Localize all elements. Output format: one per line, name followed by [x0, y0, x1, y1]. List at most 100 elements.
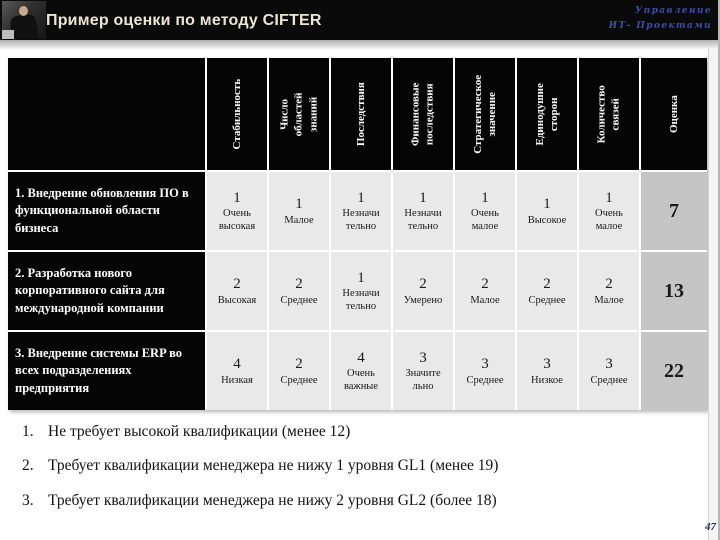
slide-right-edge	[708, 48, 720, 540]
column-header-label: Стабильность	[230, 78, 243, 150]
brand-line-2: ИТ- Проектами	[608, 20, 712, 31]
criteria-note: Малое	[284, 214, 314, 226]
table-corner-cell	[8, 58, 205, 170]
criteria-value: 1	[233, 189, 241, 206]
criteria-note: Очень высокая	[218, 208, 256, 233]
criteria-value: 1	[543, 196, 551, 213]
score-cell: 22	[641, 332, 707, 410]
criteria-note: Малое	[594, 294, 624, 306]
conclusion-item: 1. Не требует высокой квалификации (мене…	[22, 422, 662, 441]
criteria-value: 1	[605, 189, 613, 206]
photo-highlight	[2, 30, 14, 39]
column-header-financial-consequences: Финансовые последствия	[393, 58, 453, 170]
criteria-note: Незначи тельно	[342, 288, 380, 313]
criteria-value: 2	[419, 276, 427, 293]
criteria-value: 2	[481, 276, 489, 293]
score-cell: 13	[641, 252, 707, 330]
conclusion-number: 1.	[22, 423, 34, 440]
criteria-value: 2	[233, 276, 241, 293]
slide-right-border	[718, 0, 720, 540]
conclusion-item: 2. Требует квалификации менеджера не ниж…	[22, 456, 662, 475]
criteria-note: Незначи тельно	[342, 208, 380, 233]
column-header-stakeholder-cohesion: Единодушие сторон	[517, 58, 577, 170]
header-divider	[0, 40, 720, 50]
criteria-value: 2	[295, 356, 303, 373]
criteria-value: 4	[357, 349, 365, 366]
project-row-label: 1. Внедрение обновления ПО в функциональ…	[8, 172, 205, 250]
conclusion-text: Требует квалификации менеджера не нижу 2…	[48, 491, 497, 509]
criteria-value: 1	[481, 189, 489, 206]
column-header-consequences: Последствия	[331, 58, 391, 170]
criteria-note: Среднее	[590, 374, 628, 386]
column-header-strategic-importance: Стратегическое значение	[455, 58, 515, 170]
slide-title: Пример оценки по методу CIFTER	[46, 12, 322, 29]
conclusion-number: 2.	[22, 457, 34, 475]
column-header-label: Оценка	[667, 95, 680, 133]
criteria-note: Высокое	[527, 214, 567, 226]
criteria-note: Низкое	[531, 374, 563, 386]
criteria-value: 1	[419, 189, 427, 206]
criteria-value: 2	[543, 276, 551, 293]
criteria-note: Очень малое	[471, 208, 499, 233]
slide-header-bar: Пример оценки по методу CIFTER Управлени…	[0, 0, 720, 40]
conclusion-item: 3. Требует квалификации менеджера не ниж…	[22, 491, 662, 510]
criteria-value: 3	[481, 356, 489, 373]
column-header-label: Число областей знаний	[278, 92, 320, 136]
cifter-table: Стабильность Число областей знаний После…	[8, 58, 707, 410]
conclusion-number: 3.	[22, 491, 34, 509]
criteria-value: 3	[543, 356, 551, 373]
column-header-label: Единодушие сторон	[533, 82, 560, 146]
presenter-photo	[2, 1, 46, 39]
conclusion-text: Требует квалификации менеджера не нижу 1…	[48, 457, 499, 475]
conclusions-list: 1. Не требует высокой квалификации (мене…	[22, 422, 662, 525]
course-brand: Управление ИТ- Проектами	[609, 4, 712, 34]
column-header-score: Оценка	[641, 58, 707, 170]
criteria-note: Очень важные	[343, 368, 379, 393]
criteria-note: Среднее	[280, 294, 318, 306]
criteria-value: 1	[295, 196, 303, 213]
column-header-label: Финансовые последствия	[409, 82, 437, 146]
presenter-head	[19, 6, 28, 16]
criteria-value: 3	[419, 349, 427, 366]
criteria-value: 3	[605, 356, 613, 373]
criteria-value: 4	[233, 356, 241, 373]
score-cell: 7	[641, 172, 707, 250]
column-header-stability: Стабильность	[207, 58, 267, 170]
criteria-note: Незначи тельно	[404, 208, 442, 233]
column-header-connections: Количество связей	[579, 58, 639, 170]
conclusion-text: Не требует высокой квалификации (менее 1…	[48, 423, 351, 440]
criteria-note: Малое	[470, 294, 500, 306]
criteria-note: Среднее	[528, 294, 566, 306]
project-row-label: 2. Разработка нового корпоративного сайт…	[8, 252, 205, 330]
criteria-note: Высокая	[217, 294, 257, 306]
criteria-value: 2	[605, 276, 613, 293]
column-header-label: Количество связей	[595, 84, 622, 144]
criteria-value: 1	[357, 189, 365, 206]
brand-line-1: Управление	[634, 6, 712, 16]
criteria-note: Низкая	[221, 374, 253, 386]
criteria-value: 1	[357, 269, 365, 286]
column-header-label: Стратегическое значение	[471, 74, 498, 154]
page-number: 47	[705, 521, 716, 533]
column-header-knowledge-areas: Число областей знаний	[269, 58, 329, 170]
criteria-note: Среднее	[280, 374, 318, 386]
